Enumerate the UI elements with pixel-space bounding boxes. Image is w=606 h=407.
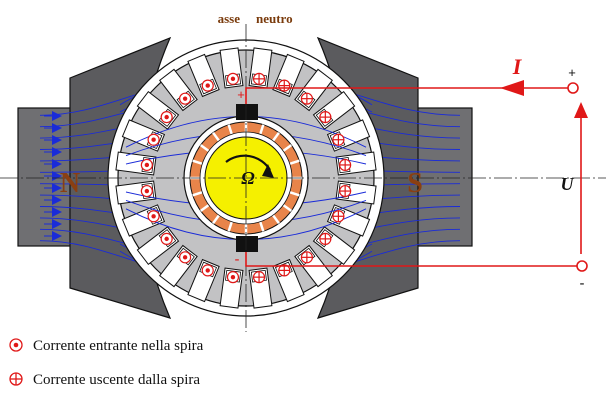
commutator-bar	[199, 144, 210, 152]
dot-in-circle-icon	[179, 92, 192, 105]
field-arrow-icon	[52, 195, 62, 205]
commutator-bar	[272, 214, 280, 225]
field-arrow-icon	[52, 171, 62, 181]
axis-label-left: asse	[218, 11, 241, 26]
rotation-arrowhead-icon	[262, 164, 274, 178]
commutator-bar	[259, 221, 265, 232]
commutator-bar	[192, 191, 203, 197]
axis-label-right: neutro	[256, 11, 293, 26]
dot-in-circle-icon	[160, 111, 173, 124]
terminal-plus-label: +	[568, 65, 576, 80]
pole-label-north: N	[60, 168, 80, 199]
dot-in-circle-icon	[147, 210, 160, 223]
dot-in-circle-icon	[179, 251, 192, 264]
plus-in-circle-icon	[252, 271, 266, 284]
plus-in-circle-icon	[332, 133, 345, 146]
commutator-bar	[289, 159, 300, 165]
coil-current-symbols	[140, 72, 352, 284]
plus-in-circle-icon	[319, 111, 332, 124]
dot-in-circle-icon	[226, 271, 240, 284]
terminal-plus	[567, 82, 579, 94]
field-arrows	[44, 111, 62, 241]
plus-in-circle-icon	[339, 184, 352, 198]
commutator-bar	[259, 124, 265, 135]
commutator-bar	[192, 159, 203, 165]
legend-item-entering: Corrente entrante nella spira	[9, 338, 204, 354]
commutator-bar	[272, 131, 280, 142]
field-arrow-icon	[52, 147, 62, 157]
legend-item-exiting: Corrente uscente dalla spira	[9, 372, 200, 388]
field-arrow-icon	[52, 135, 62, 145]
plus-in-circle-icon	[332, 210, 345, 223]
brush-bottom-sign: -	[235, 251, 240, 268]
commutator-bar	[212, 214, 220, 225]
commutator-bar	[282, 144, 293, 152]
brush-top	[236, 104, 258, 120]
field-arrow-icon	[52, 183, 62, 193]
field-arrow-icon	[52, 111, 62, 121]
external-circuit	[245, 87, 578, 267]
field-arrow-icon	[52, 219, 62, 229]
legend-text-entering: Corrente entrante nella spira	[33, 338, 204, 354]
field-arrow-icon	[52, 207, 62, 217]
commutator-bar	[212, 131, 220, 142]
terminal-minus	[576, 260, 588, 272]
commutator-bar	[227, 124, 233, 135]
dot-in-circle-icon	[201, 79, 214, 92]
voltage-arrow-icon	[574, 102, 588, 118]
dot-in-circle-icon	[226, 72, 240, 85]
field-arrow-icon	[52, 231, 62, 241]
plus-in-circle-icon	[319, 232, 332, 245]
current-label: I	[512, 54, 523, 79]
legend: Corrente entrante nella spira Corrente u…	[9, 338, 204, 388]
dot-in-circle-icon	[140, 158, 153, 172]
commutator-bar	[227, 221, 233, 232]
field-arrow-icon	[52, 159, 62, 169]
terminal-minus-label: -	[580, 275, 585, 292]
brush-bottom	[236, 236, 258, 252]
plus-in-circle-icon	[300, 92, 313, 105]
brush-top-sign: +	[237, 87, 245, 102]
commutator-bar	[199, 204, 210, 212]
commutator-bar	[282, 204, 293, 212]
dot-in-circle-icon	[201, 264, 214, 277]
plus-in-circle-icon	[278, 79, 291, 92]
current-arrow-icon	[500, 80, 524, 96]
field-arrow-icon	[52, 123, 62, 133]
voltage-label: U	[561, 174, 575, 194]
dot-in-circle-icon	[160, 232, 173, 245]
dot-in-circle-icon	[140, 184, 153, 198]
dot-in-circle-icon	[147, 133, 160, 146]
legend-text-exiting: Corrente uscente dalla spira	[33, 372, 200, 388]
rotation-arrow-icon	[225, 154, 271, 171]
plus-in-circle-icon	[300, 251, 313, 264]
commutator-bar	[289, 191, 300, 197]
speed-label: Ω	[241, 168, 255, 188]
plus-in-circle-icon	[252, 72, 266, 85]
pole-label-south: S	[407, 168, 423, 199]
plus-in-circle-icon	[339, 158, 352, 172]
